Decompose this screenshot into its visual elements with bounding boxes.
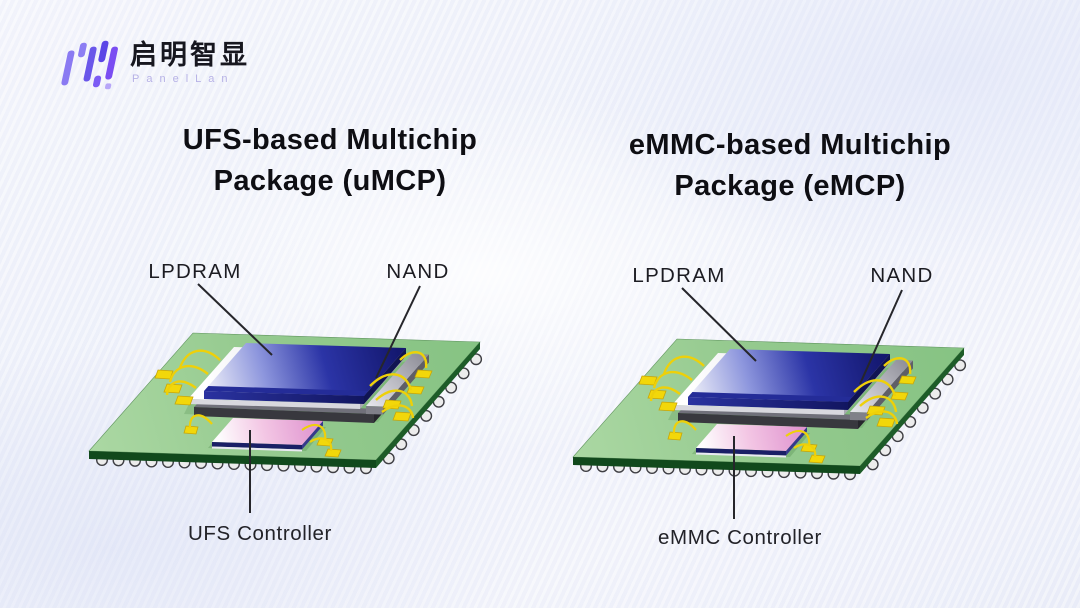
controller-label: eMMC Controller (658, 526, 822, 549)
brand-name-cn: 启明智显 (130, 40, 250, 70)
umcp-diagram: LPDRAM NAND UFS Controller (87, 260, 483, 545)
controller-label: UFS Controller (188, 522, 332, 545)
emcp-title: eMMC-based Multichip Package (eMCP) (550, 125, 1030, 207)
emcp-title-line2: Package (eMCP) (674, 170, 906, 202)
umcp-title-line1: UFS-based Multichip (182, 124, 478, 156)
umcp-title: UFS-based Multichip Package (uMCP) (90, 120, 570, 202)
umcp-title-line2: Package (uMCP) (213, 165, 447, 197)
nand-label: NAND (386, 260, 449, 283)
lpdram-label: LPDRAM (632, 264, 725, 287)
package-illustration (87, 331, 483, 475)
panellan-logo-icon (61, 40, 118, 90)
brand-name-en: PanelLan (132, 73, 235, 85)
emcp-diagram: LPDRAM NAND eMMC Controller (571, 264, 967, 549)
lpdram-label: LPDRAM (148, 260, 241, 283)
emcp-title-line1: eMMC-based Multichip (628, 129, 952, 161)
nand-leader-line (375, 285, 421, 379)
package-illustration (571, 337, 967, 481)
brand-logo: 启明智显 PanelLan (58, 34, 250, 94)
nand-leader-line (859, 289, 903, 385)
nand-label: NAND (870, 264, 933, 287)
lpdram-leader-line (681, 287, 757, 362)
lpdram-leader-line (197, 283, 273, 356)
